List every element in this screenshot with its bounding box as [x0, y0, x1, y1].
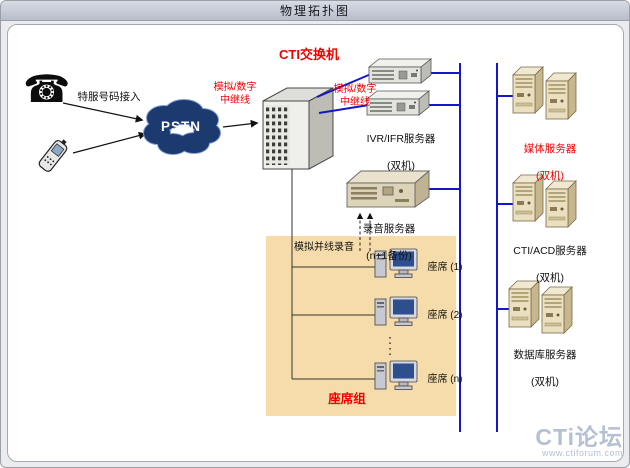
cti-acd-server-name: CTI/ACD服务器	[513, 244, 587, 257]
analog-recording-label: 模拟并线录音	[294, 242, 354, 253]
pstn-cloud	[143, 99, 221, 155]
cti-switch-label: CTI交换机	[279, 47, 339, 62]
window-title: 物理拓扑图	[279, 4, 350, 18]
agent-2-label: 座席 (2)	[427, 310, 463, 321]
media-server-2-icon	[545, 72, 577, 120]
ivr-server-1-icon	[368, 58, 432, 84]
recording-server-label: 录音服务器 (n+1备份)	[349, 209, 429, 277]
media-server-note: (双机)	[536, 169, 564, 182]
recording-server-note: (n+1备份)	[366, 249, 412, 262]
pstn-label: PSTN	[160, 119, 201, 134]
recording-server-icon	[345, 170, 431, 208]
database-server-name: 数据库服务器	[513, 348, 577, 361]
media-server-name: 媒体服务器	[523, 142, 577, 155]
recording-tap-lines	[356, 212, 374, 251]
ivr-server-label: IVR/IFR服务器 (双机)	[357, 119, 445, 187]
access-arrows	[62, 102, 147, 154]
watermark-url: www.ctiforum.com	[541, 448, 623, 459]
agent-workstation-n-icon	[374, 360, 418, 390]
ivr-server-name: IVR/IFR服务器	[366, 132, 436, 145]
recording-server-name: 录音服务器	[362, 222, 416, 235]
media-server-label: 媒体服务器 (双机)	[505, 129, 595, 197]
mobile-phone-icon	[38, 139, 68, 172]
title-bar: 物理拓扑图	[1, 1, 629, 21]
agent-extension-lines	[291, 169, 379, 380]
agent-group-label: 座席组	[328, 392, 366, 406]
media-server-1-icon	[512, 66, 544, 114]
access-label: 特服号码接入	[77, 91, 141, 103]
trunk-label-left: 模拟/数字 中继线	[213, 82, 257, 106]
cti-switch-icon	[262, 87, 334, 170]
agent-workstation-2-icon	[374, 296, 418, 326]
cti-acd-server-note: (双机)	[536, 271, 564, 284]
lan-bus-lines	[316, 63, 514, 432]
database-server-label: 数据库服务器 (双机)	[501, 335, 589, 403]
agent-1-label: 座席 (1)	[427, 262, 463, 273]
watermark-brand: CTi论坛	[535, 424, 623, 450]
database-server-note: (双机)	[531, 375, 559, 388]
agent-group-area	[266, 236, 456, 416]
desk-phone-icon: ☎	[23, 69, 71, 111]
pstn-to-switch-arrow	[222, 119, 259, 128]
ivr-server-note: (双机)	[387, 159, 415, 172]
agent-n-label: 座席 (n)	[427, 374, 463, 385]
watermark: CTi论坛 www.ctiforum.com	[495, 425, 623, 459]
trunk-label-right: 模拟/数字 中继线	[333, 84, 377, 108]
cti-acd-server-label: CTI/ACD服务器 (双机)	[501, 231, 599, 299]
